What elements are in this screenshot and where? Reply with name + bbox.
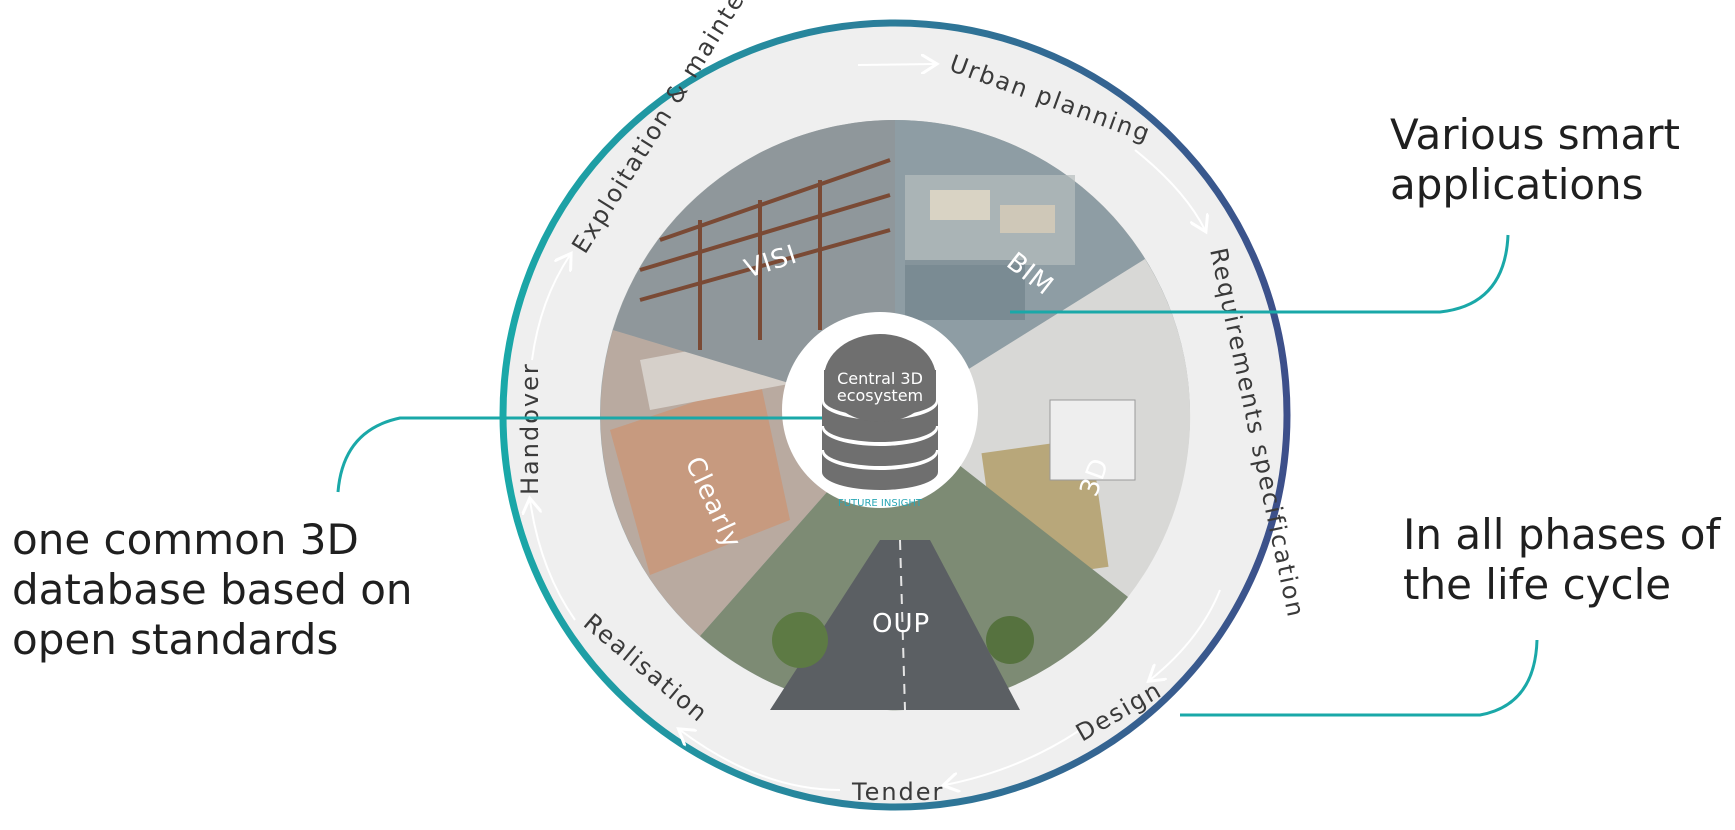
flow-arrows xyxy=(530,64,1221,790)
brand-mark: FUTURE INSIGHT xyxy=(838,498,923,509)
callout-life-cycle-phases: In all phases of the life cycle xyxy=(1403,510,1721,609)
connectors xyxy=(336,234,1539,717)
hub-title-line1: Central 3D xyxy=(837,369,923,388)
connector-database xyxy=(336,416,822,493)
hub-title-line2: ecosystem xyxy=(837,386,923,405)
phase-handover: Handover xyxy=(516,362,544,495)
sector-3d xyxy=(895,259,1191,597)
callout-common-3d-database: one common 3D database based on open sta… xyxy=(12,515,413,664)
phase-tender: Tender xyxy=(851,778,944,806)
central-ecosystem-hub: Central 3D ecosystem FUTURE INSIGHT xyxy=(782,312,978,509)
connector-lifecycle xyxy=(1180,639,1539,717)
callout-various-smart-applications: Various smart applications xyxy=(1390,110,1680,209)
database-icon xyxy=(822,334,938,490)
app-label-oup: OUP xyxy=(872,609,930,639)
connector-apps xyxy=(1010,234,1510,314)
